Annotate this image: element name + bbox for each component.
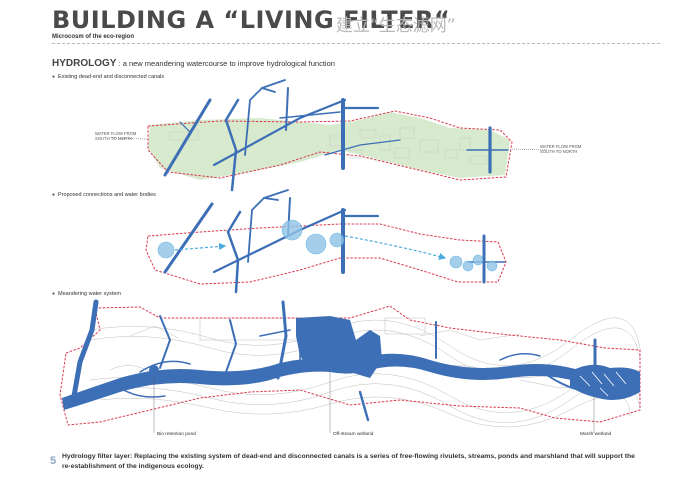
- panel-label-existing: Existing dead-end and disconnected canal…: [52, 74, 164, 80]
- label-off-stream-wetland: Off-stream wetland: [333, 432, 374, 437]
- flow-label-right: WATER FLOW FROM SOUTH TO NORTH: [540, 144, 582, 154]
- flow-label-left: WATER FLOW FROM SOUTH TO NORTH: [95, 131, 137, 141]
- figure-caption: Hydrology filter layer: Replacing the ex…: [62, 453, 635, 470]
- panel-label-proposed: Proposed connections and water bodies: [52, 192, 156, 198]
- page-title: BUILDING A “LIVING FILTER“: [52, 6, 451, 34]
- page-number: 5: [50, 455, 57, 467]
- panel-label-meandering: Meandering water system: [52, 291, 121, 297]
- marsh-reeds: [579, 371, 627, 397]
- bio-retention-pond: [149, 365, 159, 375]
- canals: [163, 79, 509, 192]
- section-description: : a new meandering watercourse to improv…: [118, 59, 335, 68]
- marsh-wetland: [570, 364, 640, 400]
- dotted-flow-right: [511, 148, 549, 151]
- label-bio-retention-pond: Bio retention pond: [157, 432, 196, 437]
- project-boundary-proposed: [145, 223, 507, 285]
- label-marsh-wetland: Marsh wetland: [580, 432, 612, 437]
- green-belt: [148, 112, 510, 180]
- leader-lines: [153, 372, 595, 433]
- header-divider: [52, 43, 660, 44]
- map-meandering: [59, 299, 641, 433]
- page-subtitle: Microcosm of the eco-region: [52, 34, 135, 40]
- map-existing: [111, 79, 549, 192]
- main-river: [62, 353, 636, 410]
- proposed-connections: [174, 235, 447, 260]
- section-heading: HYDROLOGY : a new meandering watercourse…: [52, 58, 335, 69]
- project-boundary: [147, 110, 513, 181]
- map-proposed: [145, 189, 507, 294]
- section-title: HYDROLOGY: [52, 58, 117, 69]
- page-title-chinese: 建立“生态滤网”: [336, 16, 456, 36]
- off-stream-wetland: [296, 316, 382, 378]
- proposed-ponds: [157, 219, 498, 272]
